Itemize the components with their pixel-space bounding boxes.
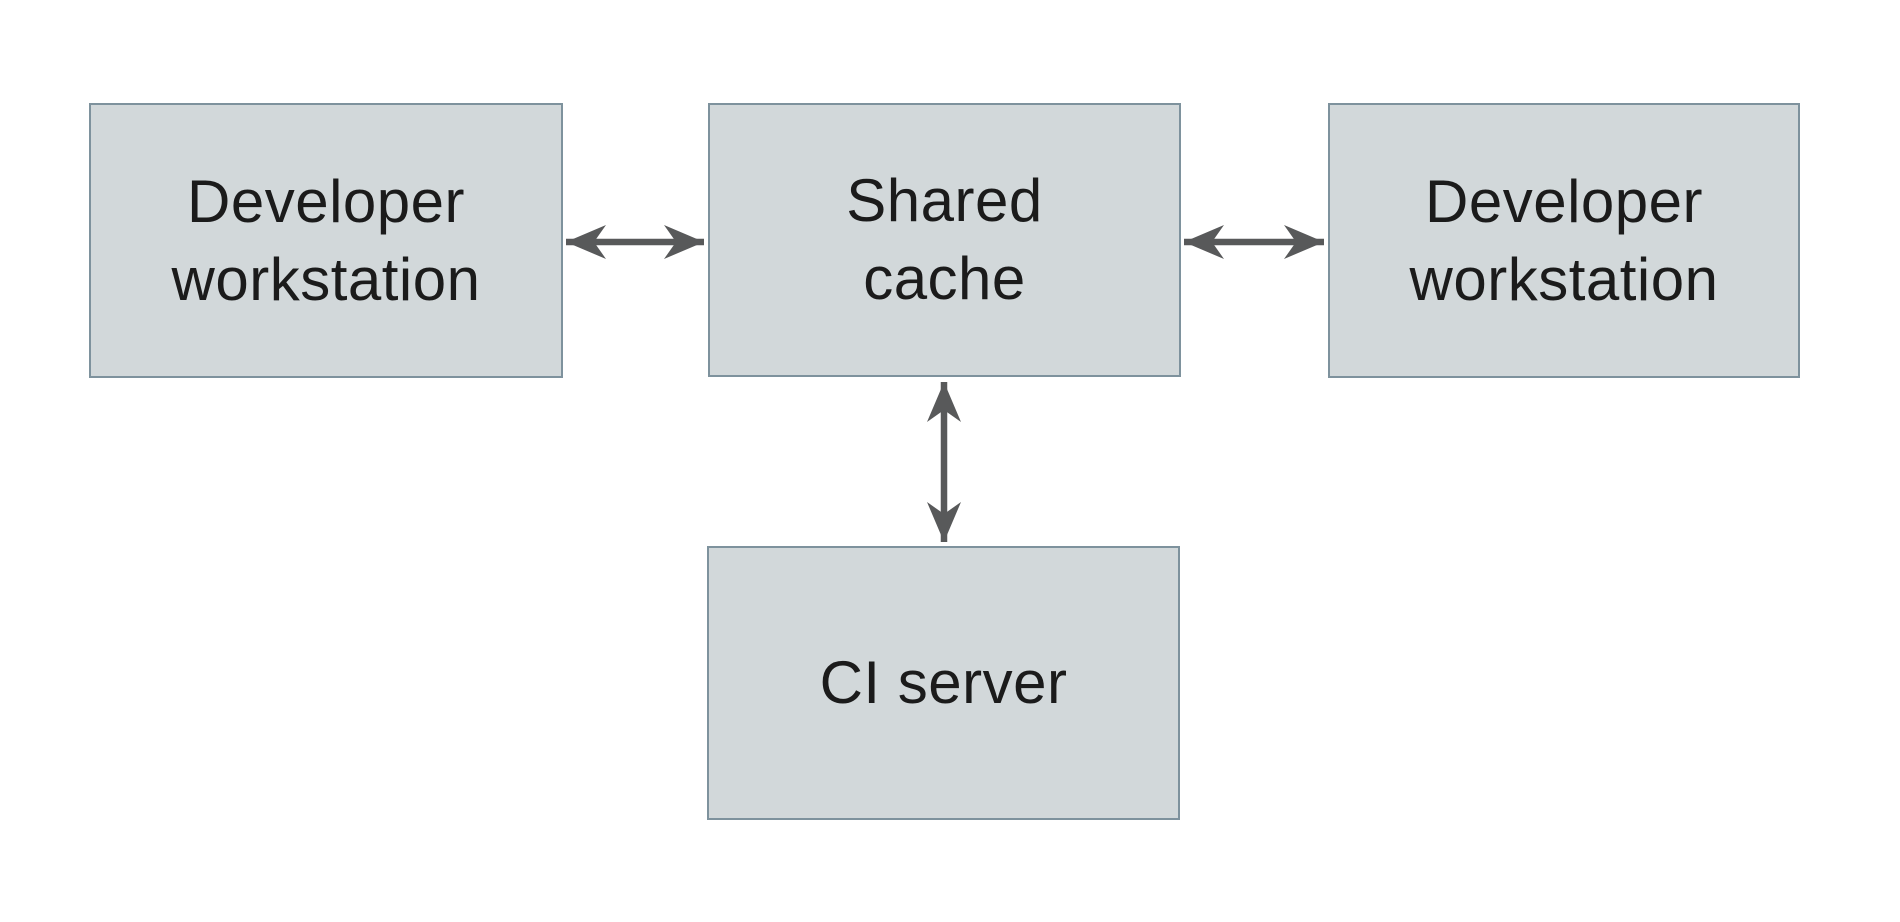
node-ci-server: CI server xyxy=(707,546,1180,820)
node-label-line: Developer xyxy=(187,167,465,235)
node-label-line: workstation xyxy=(171,245,481,313)
node-developer-workstation-left: Developer workstation xyxy=(89,103,563,378)
node-label-line: Shared xyxy=(846,167,1043,234)
node-developer-workstation-right: Developer workstation xyxy=(1328,103,1800,378)
node-label-line: Developer xyxy=(1425,167,1703,235)
node-label-line: workstation xyxy=(1409,245,1719,313)
node-label-line: CI server xyxy=(819,649,1068,716)
node-shared-cache: Shared cache xyxy=(708,103,1181,377)
node-label-line: cache xyxy=(863,245,1026,312)
